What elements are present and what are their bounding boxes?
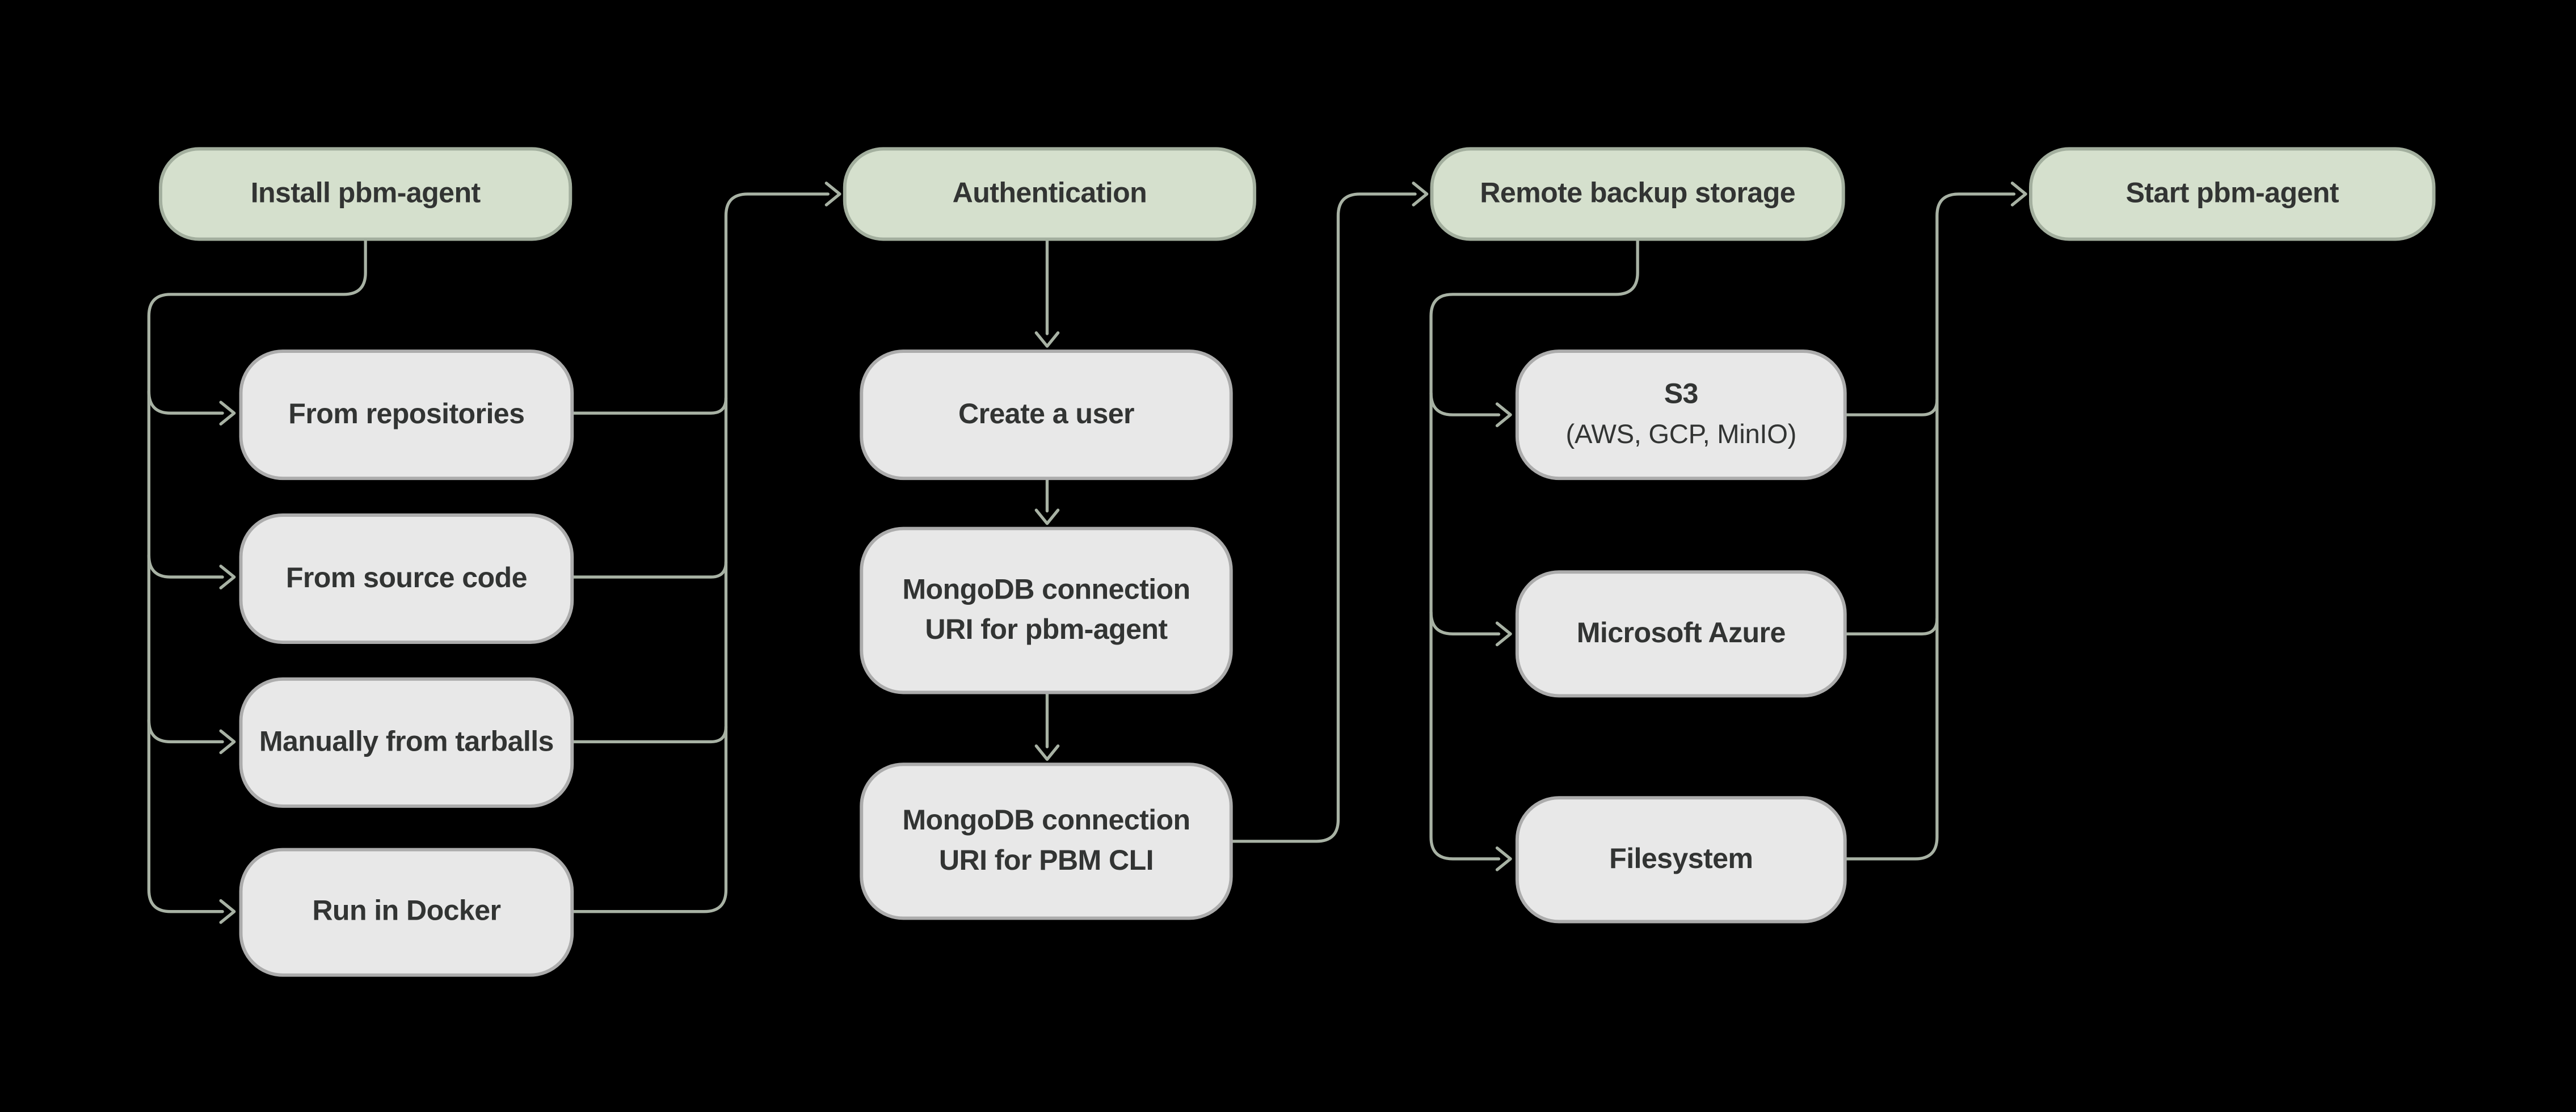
connector-branch-from-repositories xyxy=(147,390,236,426)
connector-authentication-to-create-user xyxy=(1034,238,1060,348)
node-label: From source code xyxy=(285,561,528,593)
connector-join-s3 xyxy=(1845,398,1939,416)
node-label: Manually from tarballs xyxy=(259,726,554,758)
connector-join-azure xyxy=(1845,617,1939,635)
connector-collect-to-authentication xyxy=(572,182,841,913)
connector-install-feed-rail xyxy=(147,238,367,924)
node-label: Microsoft Azure xyxy=(1576,617,1786,649)
connector-uri-pbm-cli-to-remote-storage xyxy=(1231,182,1429,843)
connector-branch-azure xyxy=(1429,610,1512,647)
node-start-pbm-agent: Start pbm-agent xyxy=(2028,146,2436,241)
connector-branch-manually-from-tarballs xyxy=(147,718,236,755)
connector-branch-s3 xyxy=(1429,391,1512,427)
node-label: From repositories xyxy=(288,397,525,429)
node-create-a-user: Create a user xyxy=(860,349,1233,479)
node-label: Remote backup storage xyxy=(1480,176,1796,209)
node-s3: S3 (AWS, GCP, MinIO) xyxy=(1515,349,1847,481)
connector-uri-pbm-agent-to-uri-pbm-cli xyxy=(1034,692,1060,761)
node-label: Filesystem xyxy=(1609,842,1753,874)
node-label: Authentication xyxy=(952,176,1147,209)
node-microsoft-azure: Microsoft Azure xyxy=(1515,570,1847,698)
connector-join-from-repositories xyxy=(572,396,728,415)
connector-join-manually-from-tarballs xyxy=(572,725,728,744)
node-label: S3 xyxy=(1664,377,1699,409)
node-label: MongoDB connection URI for pbm-agent xyxy=(902,574,1190,646)
node-label: Create a user xyxy=(958,397,1135,429)
connector-collect-to-start xyxy=(1845,182,2027,861)
node-filesystem: Filesystem xyxy=(1515,795,1847,923)
node-remote-backup-storage: Remote backup storage xyxy=(1430,146,1845,241)
connector-branch-from-source-code xyxy=(147,554,236,589)
node-run-in-docker: Run in Docker xyxy=(239,847,574,976)
node-manually-from-tarballs: Manually from tarballs xyxy=(239,677,574,808)
node-mongodb-uri-pbm-cli: MongoDB connection URI for PBM CLI xyxy=(860,763,1233,920)
node-label: MongoDB connection URI for PBM CLI xyxy=(902,804,1190,877)
node-label: Start pbm-agent xyxy=(2125,176,2339,209)
node-from-source-code: From source code xyxy=(239,512,574,643)
node-authentication: Authentication xyxy=(843,146,1256,241)
node-sublabel: (AWS, GCP, MinIO) xyxy=(1565,420,1797,449)
node-install-pbm-agent: Install pbm-agent xyxy=(159,146,573,241)
node-from-repositories: From repositories xyxy=(239,348,574,479)
connector-create-user-to-uri-pbm-agent xyxy=(1034,477,1060,525)
node-label: Install pbm-agent xyxy=(250,176,481,209)
node-mongodb-uri-pbm-agent: MongoDB connection URI for pbm-agent xyxy=(860,526,1233,694)
connector-remote-storage-feed-rail xyxy=(1429,238,1639,871)
node-label: Run in Docker xyxy=(312,895,501,927)
connector-join-from-source-code xyxy=(572,560,728,579)
